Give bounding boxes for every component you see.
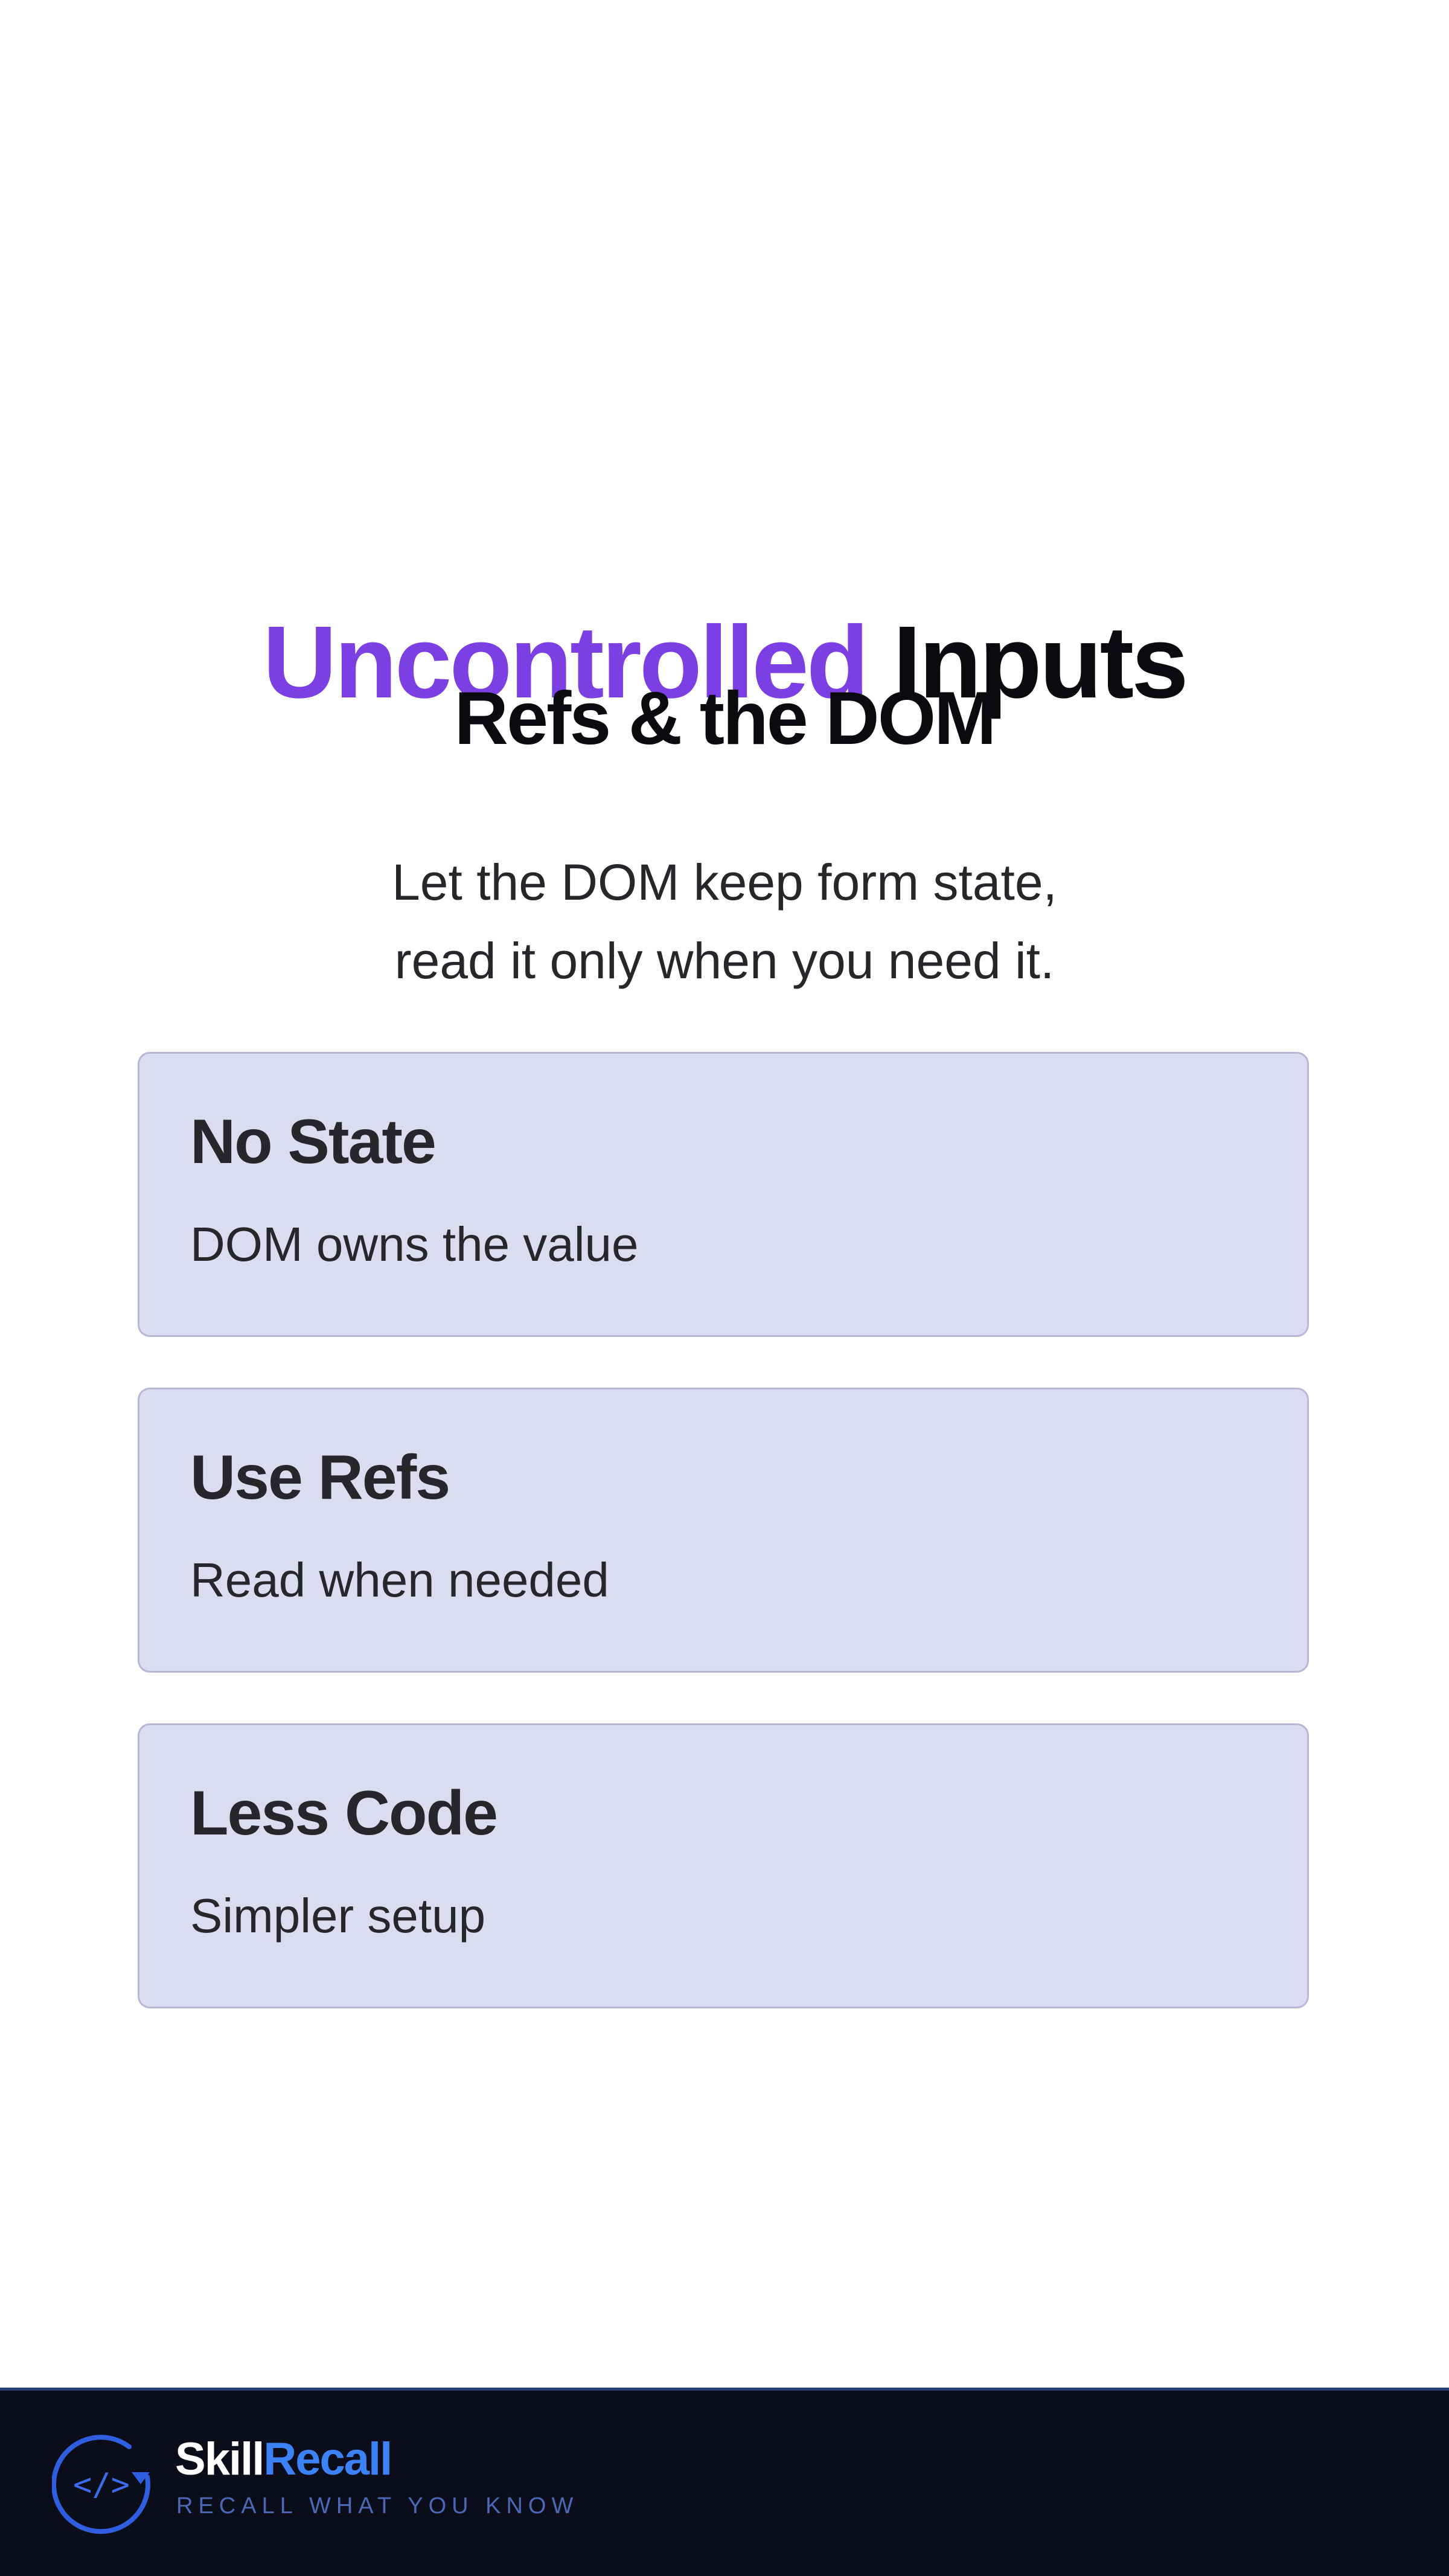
footer: </> SkillRecall RECALL WHAT YOU KNOW xyxy=(0,2388,1449,2576)
svg-text:</>: </> xyxy=(73,2467,130,2503)
page-subtitle: Refs & the DOM xyxy=(454,677,997,760)
feature-card-use-refs: Use Refs Read when needed xyxy=(138,1388,1309,1673)
card-title: Less Code xyxy=(190,1778,498,1848)
title-rest: Inputs xyxy=(892,604,1189,720)
brand-name-recall: Recall xyxy=(263,2433,392,2485)
brand-name-skill: Skill xyxy=(175,2433,264,2485)
brand-name: SkillRecall xyxy=(175,2437,392,2482)
page-title: Uncontrolled Inputs xyxy=(0,611,1449,714)
feature-card-no-state: No State DOM owns the value xyxy=(138,1052,1309,1337)
card-title: No State xyxy=(190,1107,437,1177)
brand-tagline: RECALL WHAT YOU KNOW xyxy=(176,2493,579,2519)
card-title: Use Refs xyxy=(190,1443,450,1513)
card-description: DOM owns the value xyxy=(190,1217,639,1271)
hero-tagline-line-1: Let the DOM keep form state, xyxy=(392,854,1057,911)
title-accent: Uncontrolled xyxy=(263,604,869,720)
hero-tagline-line-2: read it only when you need it. xyxy=(394,932,1055,989)
card-description: Simpler setup xyxy=(190,1889,486,1943)
hero-tagline: Let the DOM keep form state, read it onl… xyxy=(0,843,1449,1000)
feature-card-less-code: Less Code Simpler setup xyxy=(138,1723,1309,2008)
code-recall-icon: </> xyxy=(52,2435,150,2534)
card-description: Read when needed xyxy=(190,1553,609,1607)
